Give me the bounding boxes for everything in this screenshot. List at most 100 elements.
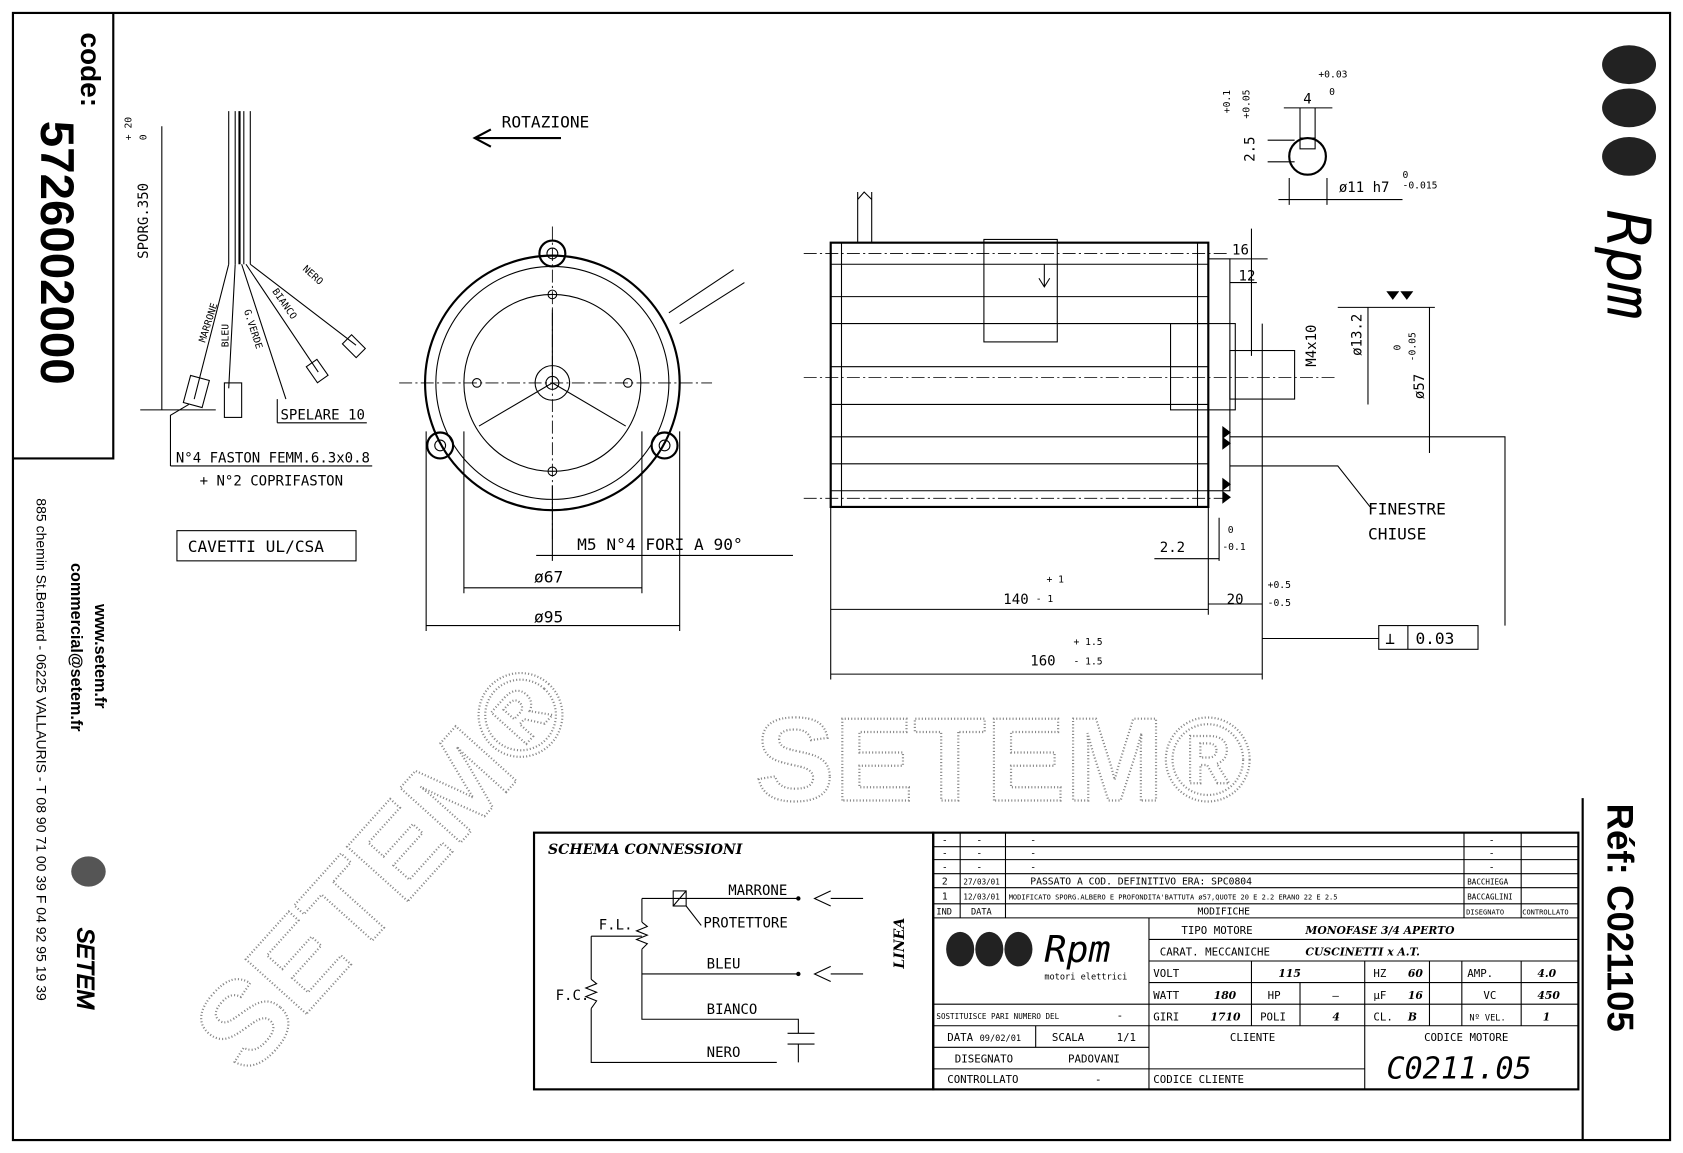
holes-label: M5 N°4 FORI A 90° bbox=[577, 535, 743, 554]
drawing-label: + 1.5 bbox=[1073, 637, 1102, 648]
drawing-label: PASSATO A COD. DEFINITIVO ERA: SPC0804 bbox=[1030, 876, 1252, 887]
drawing-label: 0 bbox=[1329, 87, 1335, 98]
drawing-label: VC bbox=[1483, 989, 1496, 1002]
drawing-label: 09/02/01 bbox=[980, 1034, 1021, 1044]
drawing-label: - bbox=[976, 862, 982, 873]
drawing-label: SOSTITUISCE PARI NUMERO DEL bbox=[936, 1012, 1059, 1021]
code-box-content: code: 5726002000 bbox=[30, 32, 106, 384]
drawing-label: 140 bbox=[1003, 592, 1028, 608]
drawing-label: +0.05 bbox=[1241, 89, 1252, 118]
drawing-label: SCALA bbox=[1052, 1031, 1085, 1044]
motor-side-view: 140 + 1 - 1 160 + 1.5 - 1.5 20 +0.5 -0.5… bbox=[803, 70, 1506, 680]
drawing-label: - bbox=[1095, 1073, 1101, 1086]
drawing-label: F.C. bbox=[556, 988, 590, 1004]
drawing-label: IND bbox=[936, 908, 952, 918]
code-value: 5726002000 bbox=[30, 121, 83, 385]
code-box bbox=[12, 12, 115, 460]
drawing-label: DISEGNATO bbox=[1466, 908, 1504, 917]
drawing-label: 0 bbox=[1392, 345, 1403, 351]
drawing-label: 1710 bbox=[1210, 1010, 1240, 1023]
drawing-label: B bbox=[1407, 1010, 1417, 1023]
drawing-label: - 1.5 bbox=[1073, 656, 1102, 667]
drawing-label: -0.5 bbox=[1268, 598, 1291, 609]
drawing-label: CODICE MOTORE bbox=[1424, 1031, 1508, 1044]
perpendicularity-tolerance: 0.03 bbox=[1415, 629, 1454, 648]
drawing-label: ø57 bbox=[1412, 374, 1428, 399]
drawing-label: -0.1 bbox=[1222, 542, 1246, 553]
drawing-label: BLEU bbox=[707, 957, 741, 973]
drawing-label: - bbox=[976, 848, 982, 859]
drawing-label: VOLT bbox=[1153, 967, 1179, 980]
drawing-label: F.L. bbox=[599, 918, 633, 934]
drawing-label: 4 bbox=[1303, 92, 1311, 108]
drawing-label: 450 bbox=[1537, 989, 1560, 1002]
drawing-label: PROTETTORE bbox=[703, 916, 787, 932]
drawing-label: 27/03/01 bbox=[963, 877, 1000, 886]
drawing-label: MODIFICHE bbox=[1198, 907, 1251, 918]
d67-label: ø67 bbox=[534, 567, 563, 586]
drawing-label: - bbox=[942, 848, 948, 859]
drawing-label: 1 bbox=[942, 892, 948, 903]
drawing-label: - bbox=[1489, 862, 1495, 873]
drawing-label: SETEM bbox=[72, 928, 98, 1010]
drawing-label: ø11 h7 bbox=[1339, 180, 1390, 196]
drawing-label: LINEA bbox=[892, 918, 908, 970]
drawing-label: +0.5 bbox=[1268, 580, 1291, 591]
drawing-label: CHIUSE bbox=[1368, 524, 1426, 543]
drawing-label: DATA bbox=[947, 1031, 973, 1044]
email: commercial@setem.fr bbox=[67, 563, 85, 732]
drawing-label: - bbox=[942, 835, 948, 846]
drawing-label: — bbox=[1332, 989, 1339, 1002]
drawing-label: 12/03/01 bbox=[963, 893, 1000, 902]
drawing-label: DATA bbox=[971, 908, 993, 918]
drawing-label: ø13.2 bbox=[1350, 314, 1366, 356]
drawing-label: - bbox=[1030, 835, 1036, 846]
drawing-label: 2.5 bbox=[1243, 136, 1259, 161]
drawing-label: POLI bbox=[1260, 1010, 1286, 1023]
drawing-label: BACCAGLINI bbox=[1467, 893, 1512, 902]
drawing-label: - bbox=[942, 862, 948, 873]
faston-label: N°4 FASTON FEMM.6.3x0.8 bbox=[176, 451, 370, 467]
drawing-label: - bbox=[1030, 848, 1036, 859]
drawing-label: WATT bbox=[1153, 989, 1179, 1002]
drawing-label: Rpm bbox=[1592, 210, 1662, 319]
wire-label: BIANCO bbox=[269, 287, 298, 322]
reference-label: Réf: bbox=[1599, 804, 1640, 875]
drawing-label: 16 bbox=[1408, 989, 1423, 1002]
wire-label: MARRONE bbox=[197, 302, 220, 344]
drawing-label: MARRONE bbox=[728, 883, 787, 899]
wire-label: G.VERDE bbox=[241, 308, 264, 350]
drawing-label: CODICE CLIENTE bbox=[1153, 1073, 1244, 1086]
drawing-label: HP bbox=[1268, 989, 1281, 1002]
website: www.setem.fr bbox=[91, 603, 109, 709]
watermark: SETEM® bbox=[755, 694, 1251, 826]
drawing-label: M4x10 bbox=[1304, 325, 1320, 367]
drawing-label: HZ bbox=[1373, 967, 1386, 980]
drawing-label: 16 bbox=[1232, 243, 1249, 259]
drawing-label: FINESTRE bbox=[1368, 499, 1446, 518]
drawing-label: 2.2 bbox=[1160, 540, 1185, 556]
rpm-title-logo: Rpm motori elettrici bbox=[946, 928, 1127, 982]
setem-logo: SETEM bbox=[71, 856, 106, 1010]
schema-title: SCHEMA CONNESSIONI bbox=[548, 842, 743, 858]
drawing-label: + 1 bbox=[1046, 574, 1064, 585]
wiring-harness: SPORG.350 + 20 0 MARRONE BLEU G.VERDE BI… bbox=[124, 111, 373, 562]
drawing-label: 160 bbox=[1030, 653, 1055, 669]
motor-code: C0211.05 bbox=[1386, 1052, 1531, 1087]
drawing-label: BIANCO bbox=[707, 1002, 758, 1018]
drawing-frame bbox=[11, 11, 1672, 1142]
drawing-label: 2 bbox=[942, 876, 948, 887]
reference-value: C021105 bbox=[1599, 885, 1640, 1032]
drawing-label: CLIENTE bbox=[1230, 1031, 1275, 1044]
drawing-label: 0 bbox=[1228, 525, 1234, 536]
wire-label: BLEU bbox=[221, 324, 232, 347]
perpendicularity-symbol: ⊥ bbox=[1385, 629, 1395, 648]
drawing-label: 0 bbox=[1402, 170, 1408, 181]
drawing-label: µF bbox=[1373, 989, 1386, 1002]
drawing-label: 115 bbox=[1278, 967, 1300, 980]
sporg-label: SPORG.350 bbox=[136, 183, 152, 259]
drawing-label: motori elettrici bbox=[1044, 972, 1127, 982]
drawing-label: MONOFASE 3/4 APERTO bbox=[1304, 924, 1455, 937]
